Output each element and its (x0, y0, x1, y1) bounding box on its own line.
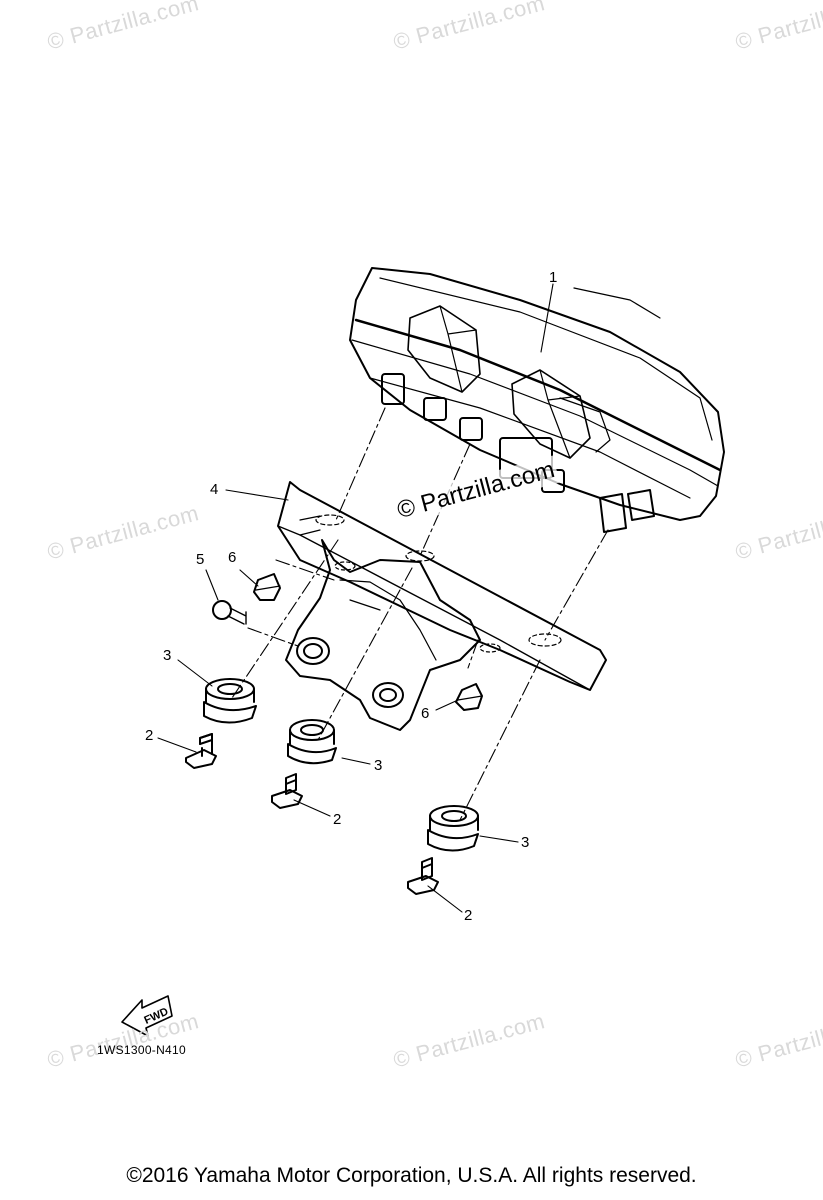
screw (212, 600, 247, 625)
bolt-left (185, 733, 217, 769)
callout-6: 6 (421, 705, 430, 722)
meter-assembly (349, 267, 725, 533)
callout-5: 5 (196, 551, 205, 568)
diagram-code: 1WS1300-N410 (97, 1043, 186, 1057)
callout-1: 1 (549, 269, 558, 286)
callout-3: 3 (374, 757, 383, 774)
damper-center (287, 719, 337, 765)
fwd-arrow-icon (121, 995, 173, 1037)
bolt-center (271, 773, 303, 809)
assembly-lines (231, 407, 609, 821)
grommet-upper (253, 573, 281, 601)
grommet-lower (455, 683, 483, 711)
callout-2: 2 (464, 907, 473, 924)
callout-3: 3 (163, 647, 172, 664)
callout-4: 4 (210, 481, 219, 498)
callout-2: 2 (333, 811, 342, 828)
bolt-right (407, 857, 439, 895)
callout-6: 6 (228, 549, 237, 566)
damper-left (203, 678, 257, 724)
meter-bracket (277, 481, 607, 731)
damper-right (427, 805, 479, 852)
leader-lines (157, 283, 554, 913)
copyright-notice: ©2016 Yamaha Motor Corporation, U.S.A. A… (126, 1164, 697, 1187)
callout-3: 3 (521, 834, 530, 851)
callout-2: 2 (145, 727, 154, 744)
